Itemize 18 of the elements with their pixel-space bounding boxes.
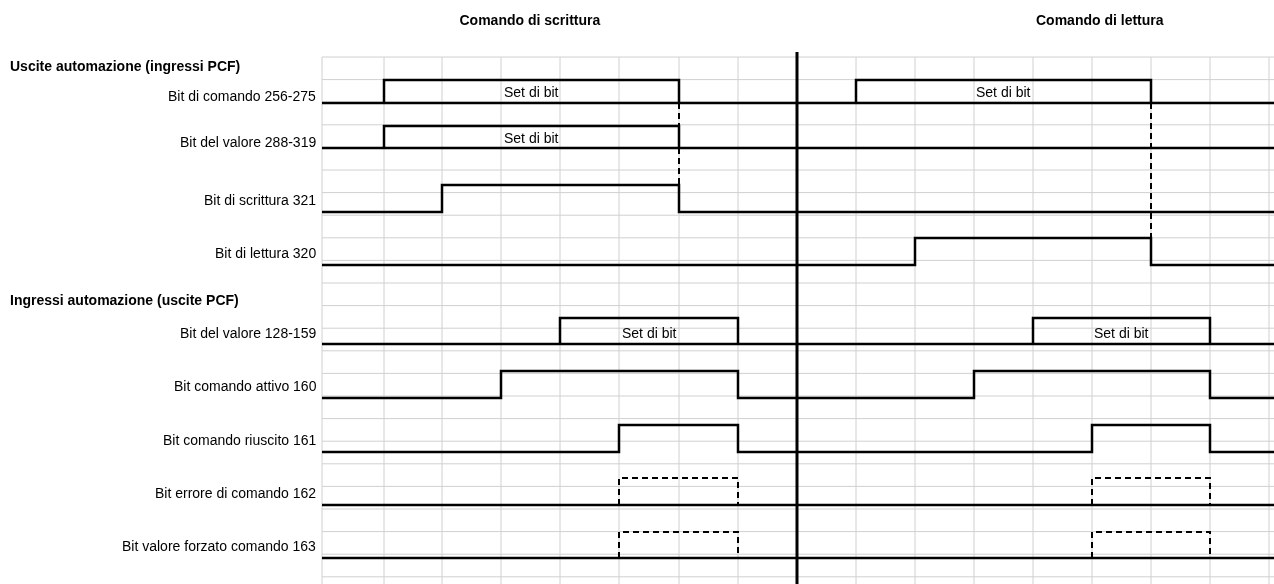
- signal-label: Bit valore forzato comando 163: [122, 538, 316, 554]
- bus-value-label: Set di bit: [1094, 325, 1149, 341]
- signal-label: Bit del valore 128-159: [180, 325, 317, 341]
- bus-value-label: Set di bit: [976, 84, 1031, 100]
- signal-label: Bit di lettura 320: [215, 245, 317, 261]
- bus-value-label: Set di bit: [504, 84, 559, 100]
- column-heading: Comando di scrittura: [459, 12, 601, 28]
- column-heading: Comando di lettura: [1036, 12, 1164, 28]
- signal-label: Bit comando riuscito 161: [163, 432, 317, 448]
- section-heading: Uscite automazione (ingressi PCF): [10, 58, 241, 74]
- bus-value-label: Set di bit: [504, 130, 559, 146]
- signal-label: Bit del valore 288-319: [180, 134, 317, 150]
- bus-value-label: Set di bit: [622, 325, 677, 341]
- signal-label: Bit comando attivo 160: [174, 378, 317, 394]
- section-heading: Ingressi automazione (uscite PCF): [10, 292, 239, 308]
- signal-label: Bit errore di comando 162: [155, 485, 317, 501]
- signal-label: Bit di comando 256-275: [168, 88, 316, 104]
- signal-label: Bit di scrittura 321: [204, 192, 317, 208]
